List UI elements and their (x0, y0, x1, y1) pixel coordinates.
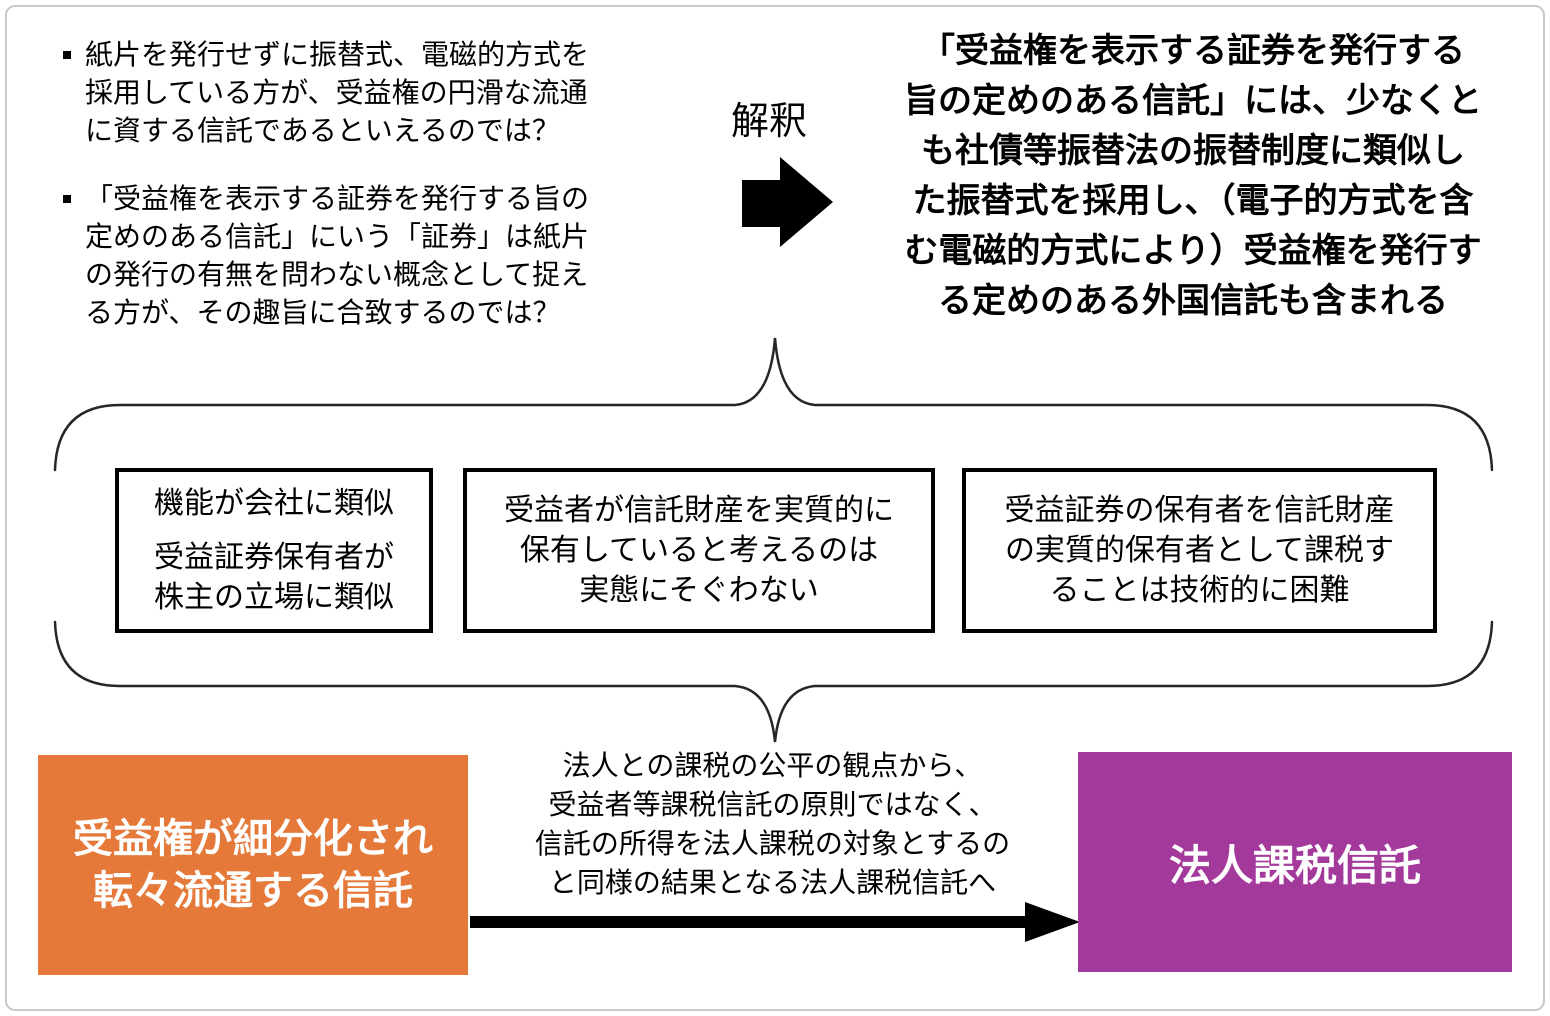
reason-text: 受益者が信託財産を実質的に保有していると考えるのは実態にそぐわない (504, 492, 894, 608)
list-item: 「受益権を表示する証券を発行する旨の定めのある信託」にいう「証券」は紙片の発行の… (55, 180, 720, 332)
transition-rationale-text: 法人との課税の公平の観点から、受益者等課税信託の原則ではなく、信託の所得を法人課… (534, 749, 1011, 899)
reason-box-technical-difficulty: 受益証券の保有者を信託財産の実質的保有者として課税することは技術的に困難 (962, 468, 1437, 633)
source-trust-label: 受益権が細分化され転々流通する信託 (73, 816, 433, 914)
considerations-list: 紙片を発行せずに振替式、電磁的方式を採用している方が、受益権の円滑な流通に資する… (55, 36, 720, 332)
interpretation-conclusion-text: 「受益権を表示する証券を発行する旨の定めのある信託」には、少なくとも社債等振替法… (904, 31, 1482, 321)
bullet-icon (55, 180, 85, 203)
bullet-icon (55, 36, 85, 59)
flow-arrow-icon (470, 902, 1080, 942)
right-block-arrow-icon (742, 157, 833, 247)
top-brace (53, 337, 1494, 472)
interpretation-label: 解釈 (731, 99, 808, 143)
target-trust-box: 法人課税信託 (1078, 752, 1512, 972)
brace-pair (53, 337, 1494, 743)
source-trust-box: 受益権が細分化され転々流通する信託 (38, 755, 468, 975)
reason-box-company-similarity: 機能が会社に類似 受益証券保有者が株主の立場に類似 (115, 468, 433, 633)
bottom-brace (53, 620, 1494, 743)
consideration-text: 紙片を発行せずに振替式、電磁的方式を採用している方が、受益権の円滑な流通に資する… (85, 38, 590, 147)
reason-text: 受益証券保有者が株主の立場に類似 (154, 539, 394, 615)
consideration-text: 「受益権を表示する証券を発行する旨の定めのある信託」にいう「証券」は紙片の発行の… (85, 182, 590, 329)
target-trust-label: 法人課税信託 (1168, 840, 1421, 890)
reason-box-substantial-ownership: 受益者が信託財産を実質的に保有していると考えるのは実態にそぐわない (463, 468, 935, 633)
reason-text: 受益証券の保有者を信託財産の実質的保有者として課税することは技術的に困難 (1004, 492, 1395, 608)
reason-text: 機能が会社に類似 (154, 485, 394, 521)
list-item: 紙片を発行せずに振替式、電磁的方式を採用している方が、受益権の円滑な流通に資する… (55, 36, 720, 150)
